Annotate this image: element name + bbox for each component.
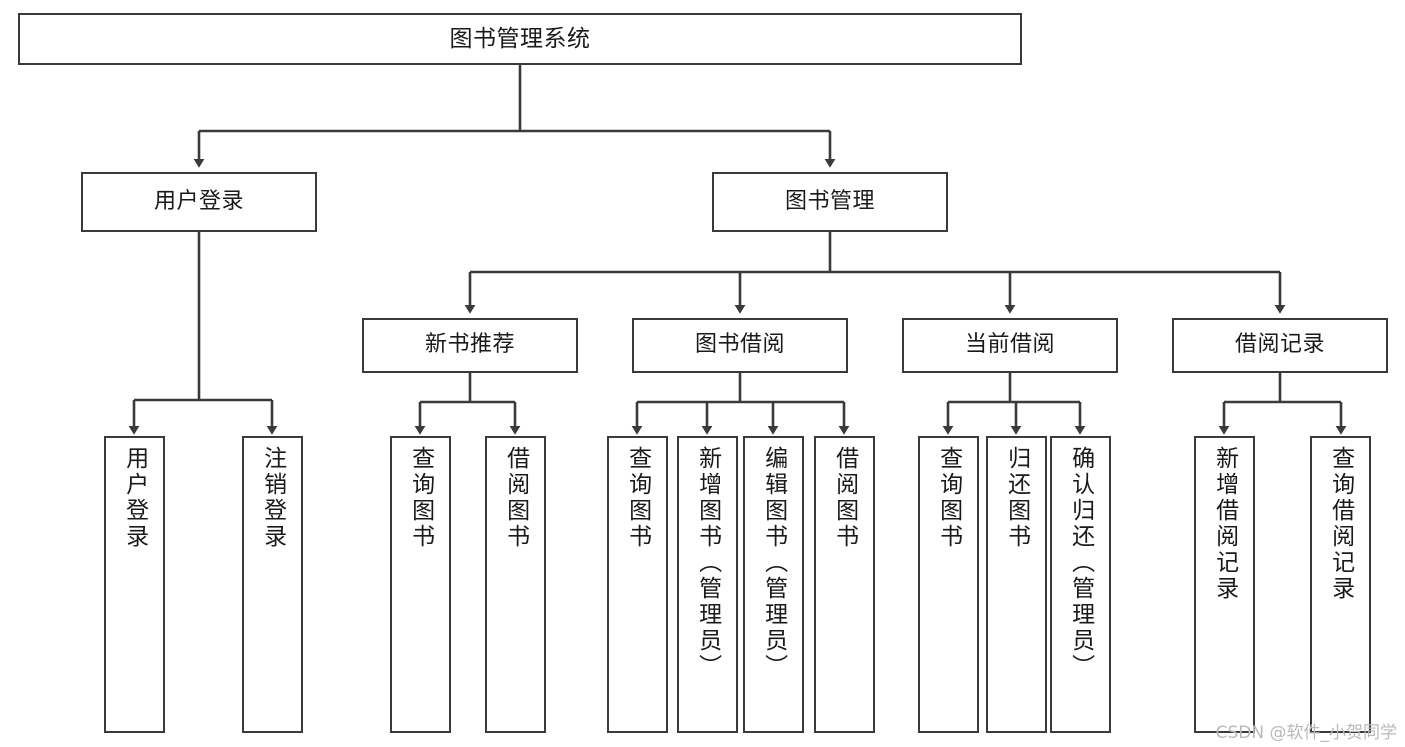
node-user-login[interactable]: 用户登录 xyxy=(81,172,317,232)
node-label: 图书管理 xyxy=(784,188,875,214)
node-label: 注销登录 xyxy=(259,446,286,550)
node-label: 查询借阅记录 xyxy=(1327,446,1354,602)
leaf-current-confirm-return-admin[interactable]: 确认归还（管理员） xyxy=(1050,436,1111,733)
node-label: 用户登录 xyxy=(153,188,244,214)
leaf-user-login-logout[interactable]: 注销登录 xyxy=(242,436,303,733)
leaf-records-query-record[interactable]: 查询借阅记录 xyxy=(1310,436,1371,733)
node-label: 查询图书 xyxy=(935,446,962,550)
watermark-text: CSDN @软件_小贺同学 xyxy=(1215,723,1397,743)
node-label: 用户登录 xyxy=(121,446,148,550)
node-label: 借阅记录 xyxy=(1234,332,1325,358)
node-label: 借阅图书 xyxy=(831,446,858,550)
leaf-borrow-query-book[interactable]: 查询图书 xyxy=(607,436,668,733)
leaf-user-login-login[interactable]: 用户登录 xyxy=(104,436,165,733)
node-label: 编辑图书（管理员） xyxy=(760,446,787,680)
node-label: 归还图书 xyxy=(1003,446,1030,550)
node-new-book-recommend[interactable]: 新书推荐 xyxy=(362,318,578,373)
leaf-current-return-book[interactable]: 归还图书 xyxy=(986,436,1047,733)
node-label: 图书借阅 xyxy=(694,332,785,358)
node-label: 确认归还（管理员） xyxy=(1067,446,1094,680)
node-label: 新增借阅记录 xyxy=(1211,446,1238,602)
node-label: 查询图书 xyxy=(407,446,434,550)
leaf-borrow-add-book-admin[interactable]: 新增图书（管理员） xyxy=(677,436,738,733)
node-root-system[interactable]: 图书管理系统 xyxy=(18,13,1022,65)
leaf-borrow-borrow-book[interactable]: 借阅图书 xyxy=(814,436,875,733)
leaf-borrow-edit-book-admin[interactable]: 编辑图书（管理员） xyxy=(743,436,804,733)
node-current-borrow[interactable]: 当前借阅 xyxy=(902,318,1118,373)
node-label: 新书推荐 xyxy=(424,332,515,358)
leaf-recommend-query-book[interactable]: 查询图书 xyxy=(390,436,451,733)
node-label: 新增图书（管理员） xyxy=(694,446,721,680)
node-label: 当前借阅 xyxy=(964,332,1055,358)
node-label: 查询图书 xyxy=(624,446,651,550)
node-label: 图书管理系统 xyxy=(449,25,591,52)
node-label: 借阅图书 xyxy=(502,446,529,550)
leaf-recommend-borrow-book[interactable]: 借阅图书 xyxy=(485,436,546,733)
node-book-borrow[interactable]: 图书借阅 xyxy=(632,318,848,373)
leaf-records-add-record[interactable]: 新增借阅记录 xyxy=(1194,436,1255,733)
node-borrow-records[interactable]: 借阅记录 xyxy=(1172,318,1388,373)
leaf-current-query-book[interactable]: 查询图书 xyxy=(918,436,979,733)
node-book-management[interactable]: 图书管理 xyxy=(712,172,948,232)
